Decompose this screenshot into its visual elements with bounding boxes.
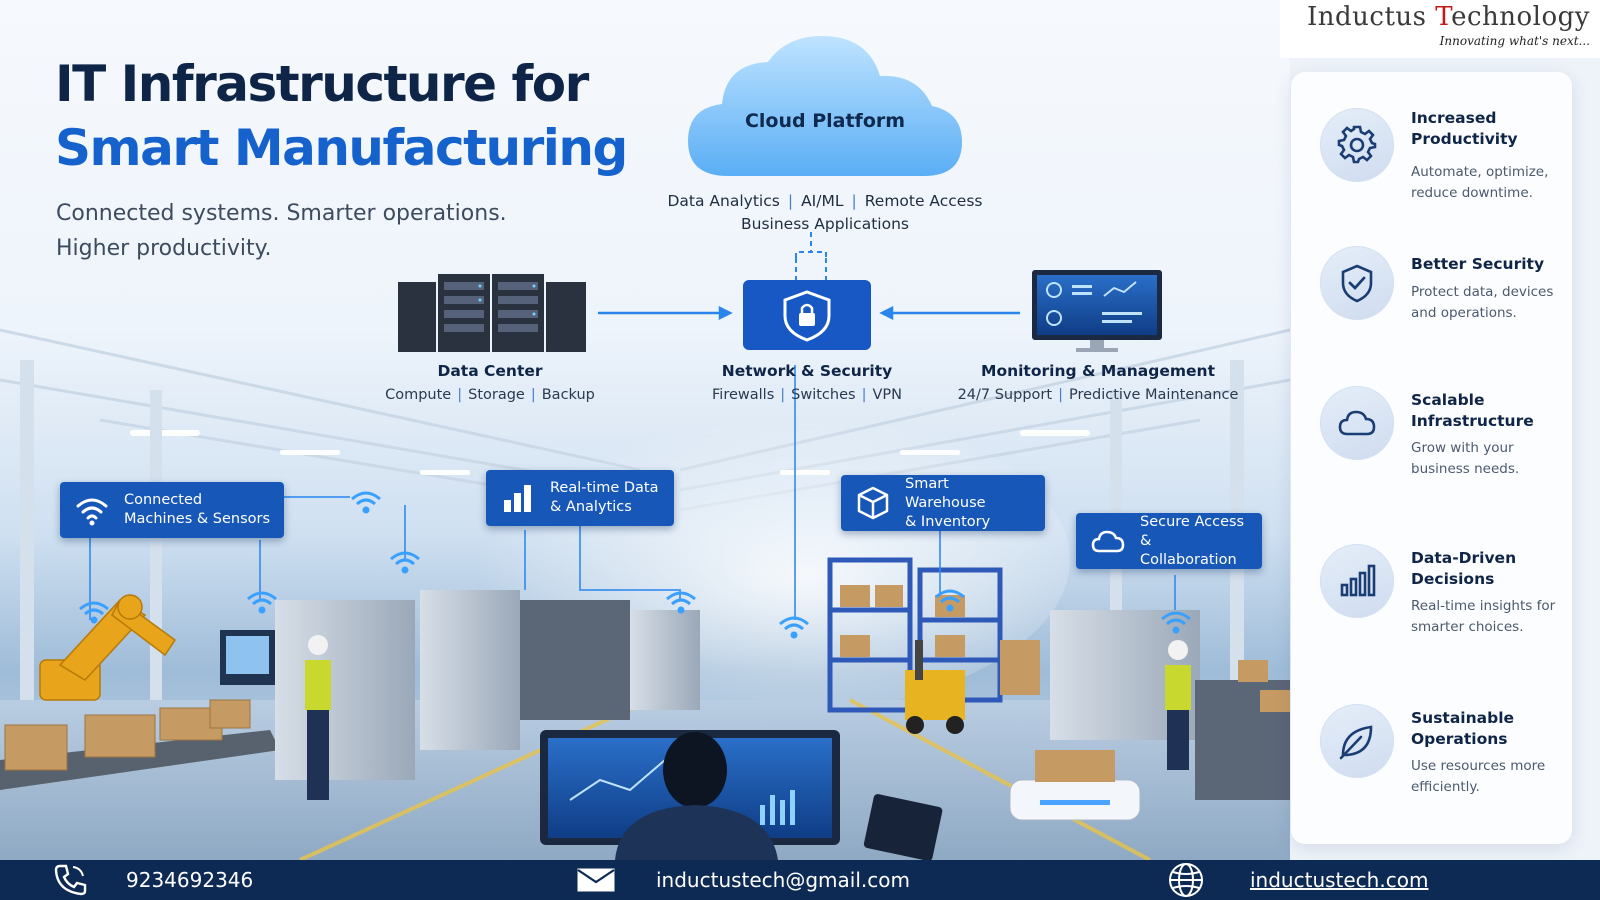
footer-email[interactable]: inductustech@gmail.com bbox=[576, 860, 910, 900]
benefit-icon-circle bbox=[1320, 544, 1394, 618]
cloud-icon bbox=[1091, 530, 1125, 553]
footer-phone[interactable]: 9234692346 bbox=[52, 860, 253, 900]
data-center-item: Storage bbox=[468, 387, 525, 403]
brand-tagline: Innovating what's next... bbox=[1439, 34, 1590, 48]
tag-smart-warehouse: Smart Warehouse & Inventory bbox=[841, 475, 1045, 531]
cloud-service-item: Remote Access bbox=[864, 192, 983, 210]
brand-name-part2: echnology bbox=[1451, 2, 1590, 32]
data-center-items: Compute|Storage|Backup bbox=[385, 387, 595, 403]
title-line-1: IT Infrastructure for bbox=[55, 55, 589, 113]
benefit-title: Better Security bbox=[1411, 255, 1545, 273]
benefit-item: Scalable Infrastructure Grow with your b… bbox=[1291, 386, 1572, 506]
tag-realtime-label: Real-time Data & Analytics bbox=[550, 480, 659, 515]
benefit-description: Grow with your business needs. bbox=[1411, 440, 1520, 477]
cloud-icon bbox=[1338, 410, 1376, 436]
agv-robot-figure bbox=[1009, 750, 1141, 821]
benefit-title: Sustainable Operations bbox=[1411, 709, 1515, 748]
operator-workstation bbox=[540, 730, 943, 860]
benefit-description: Automate, optimize, reduce downtime. bbox=[1411, 164, 1549, 201]
phone-icon bbox=[54, 864, 87, 896]
brand-name: Inductus Technology bbox=[1280, 2, 1590, 32]
bar-chart-icon bbox=[504, 485, 531, 512]
benefits-panel: Increased Productivity Automate, optimiz… bbox=[1291, 72, 1572, 844]
node-connectors bbox=[598, 232, 1020, 321]
tag-secure-access: Secure Access & Collaboration bbox=[1076, 513, 1262, 569]
network-security-icon bbox=[743, 280, 871, 350]
footer-website-link[interactable]: inductustech.com bbox=[1250, 868, 1429, 892]
worker-figure bbox=[305, 635, 331, 800]
monitoring-item: 24/7 Support bbox=[957, 387, 1053, 403]
bar-chart-icon bbox=[1340, 564, 1376, 597]
cloud-services-row-1: Data Analytics|AI/ML|Remote Access bbox=[667, 192, 983, 210]
benefit-icon-circle bbox=[1320, 704, 1394, 778]
footer-phone-number: 9234692346 bbox=[126, 868, 254, 892]
benefit-title: Increased Productivity bbox=[1411, 109, 1518, 148]
benefit-item: Better Security Protect data, devices an… bbox=[1291, 246, 1572, 366]
benefit-icon-circle bbox=[1320, 108, 1394, 182]
benefit-icon-circle bbox=[1320, 246, 1394, 320]
brand-name-accent: T bbox=[1435, 2, 1452, 32]
footer-website[interactable]: inductustech.com bbox=[1168, 860, 1428, 900]
monitoring-items: 24/7 Support|Predictive Maintenance bbox=[957, 387, 1239, 403]
cloud-service-item: Data Analytics bbox=[667, 192, 780, 210]
network-item: Switches bbox=[791, 387, 856, 403]
page-subtitle: Connected systems. Smarter operations. H… bbox=[56, 201, 507, 261]
leaf-icon bbox=[1339, 725, 1373, 760]
wifi-markers bbox=[79, 491, 1191, 639]
network-item: VPN bbox=[872, 387, 902, 403]
benefit-description: Real-time insights for smarter choices. bbox=[1411, 598, 1556, 635]
cloud-platform-label: Cloud Platform bbox=[744, 110, 906, 132]
benefit-icon-circle bbox=[1320, 386, 1394, 460]
data-center-item: Backup bbox=[541, 387, 595, 403]
network-security-items: Firewalls|Switches|VPN bbox=[712, 387, 902, 403]
mail-icon bbox=[577, 868, 615, 892]
benefit-item: Data-Driven Decisions Real-time insights… bbox=[1291, 544, 1572, 664]
monitoring-label: Monitoring & Management bbox=[981, 362, 1215, 380]
benefit-title: Scalable Infrastructure bbox=[1411, 391, 1534, 430]
cloud-service-item: AI/ML bbox=[801, 192, 844, 210]
server-rack-icon bbox=[398, 274, 586, 352]
tag-warehouse-label: Smart Warehouse & Inventory bbox=[905, 475, 991, 530]
brand-logo: Inductus Technology Innovating what's ne… bbox=[1280, 0, 1600, 58]
cloud-services-row-2: Business Applications bbox=[741, 215, 909, 233]
tag-secure-label: Secure Access & Collaboration bbox=[1140, 513, 1245, 568]
benefit-title: Data-Driven Decisions bbox=[1411, 549, 1517, 588]
benefit-item: Increased Productivity Automate, optimiz… bbox=[1291, 108, 1572, 228]
monitoring-item: Predictive Maintenance bbox=[1068, 387, 1239, 403]
worker-figure-right bbox=[1165, 640, 1191, 770]
wifi-icon bbox=[76, 498, 108, 526]
data-center-item: Compute bbox=[385, 387, 452, 403]
contact-footer: 9234692346 inductustech@gmail.com induct… bbox=[0, 860, 1600, 900]
page-title: IT Infrastructure for Smart Manufacturin… bbox=[55, 52, 628, 180]
benefit-description: Protect data, devices and operations. bbox=[1411, 284, 1554, 321]
box-icon bbox=[857, 486, 889, 520]
footer-email-address: inductustech@gmail.com bbox=[656, 868, 910, 892]
forklift-figure bbox=[905, 640, 965, 734]
tag-connected-label: Connected Machines & Sensors bbox=[124, 492, 271, 527]
title-line-2: Smart Manufacturing bbox=[55, 119, 628, 177]
network-security-label: Network & Security bbox=[721, 362, 893, 380]
cloud-services: Data Analytics|AI/ML|Remote Access Busin… bbox=[630, 190, 1020, 236]
network-item: Firewalls bbox=[712, 387, 775, 403]
cloud-platform-icon bbox=[688, 36, 962, 176]
brand-name-part1: Inductus bbox=[1306, 2, 1436, 32]
tag-connected-machines: Connected Machines & Sensors bbox=[60, 482, 284, 538]
globe-icon bbox=[1169, 863, 1203, 897]
gear-icon bbox=[1337, 125, 1377, 164]
monitoring-dashboard-icon bbox=[1032, 270, 1162, 352]
benefit-item: Sustainable Operations Use resources mor… bbox=[1291, 704, 1572, 824]
tag-realtime-data: Real-time Data & Analytics bbox=[486, 470, 674, 526]
data-center-label: Data Center bbox=[437, 362, 543, 380]
benefit-description: Use resources more efficiently. bbox=[1411, 758, 1546, 795]
shield-check-icon bbox=[1341, 264, 1373, 303]
